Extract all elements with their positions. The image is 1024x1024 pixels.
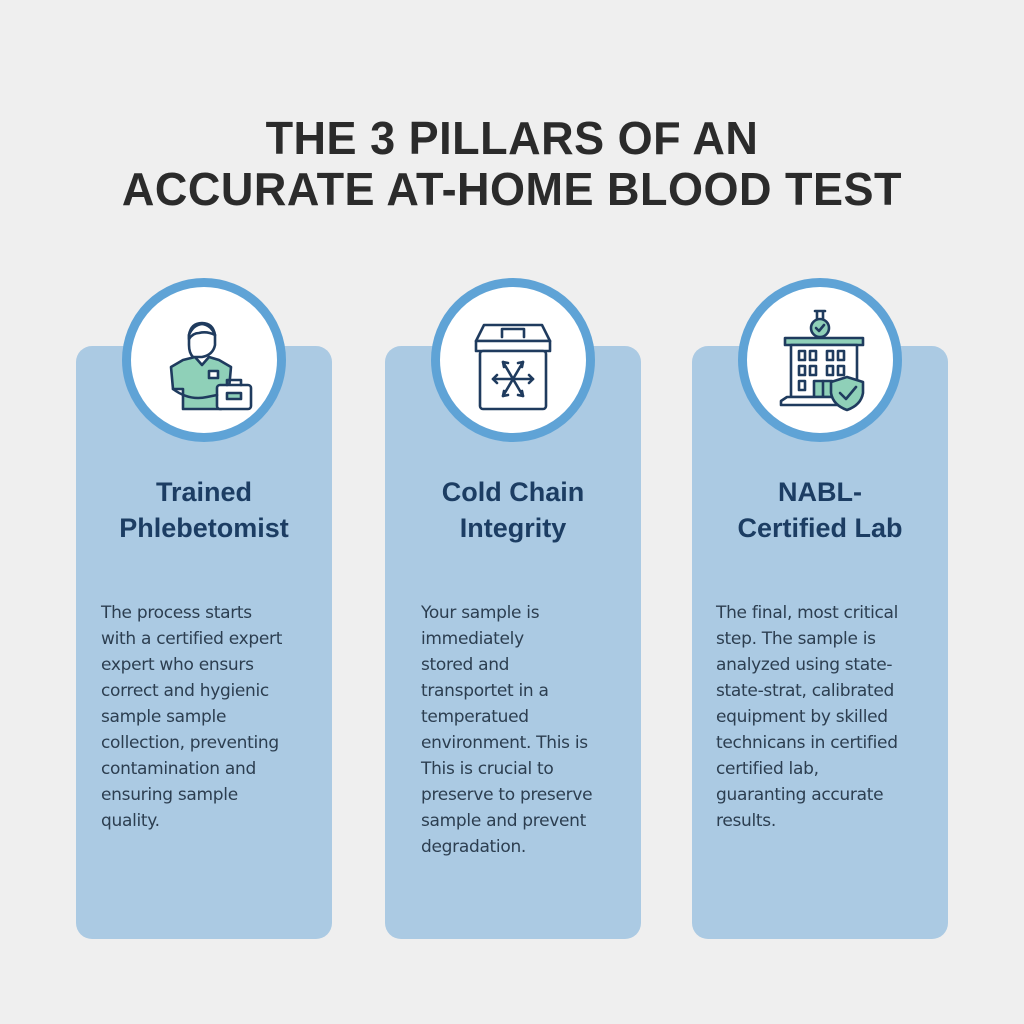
body-line: certified lab,	[716, 759, 819, 779]
icon-ring-certified-lab	[738, 278, 902, 442]
pillar-title-phlebotomist: Trained Phlebetomist	[76, 474, 332, 546]
pillar-title-cold-chain: Cold Chain Integrity	[385, 474, 641, 546]
body-line: results.	[716, 811, 776, 831]
pillar-card-phlebotomist	[76, 346, 332, 939]
body-line: sample sample	[101, 707, 227, 727]
body-line: This is crucial to	[421, 759, 554, 779]
body-line: sample and prevent	[421, 811, 587, 831]
pillar-body-cold-chain: Your sample is immediately stored and tr…	[421, 600, 593, 860]
pillar-card-cold-chain	[385, 346, 641, 939]
body-line: preserve to preserve	[421, 785, 593, 805]
body-line: The final, most critical	[716, 603, 899, 623]
body-line: state-strat, calibrated	[716, 681, 895, 701]
body-line: degradation.	[421, 837, 527, 857]
title-line-1: THE 3 PILLARS OF AN	[265, 112, 759, 165]
pillar-title-certified-lab: NABL- Certified Lab	[692, 474, 948, 546]
pillar-title-line-2: Phlebetomist	[119, 513, 289, 543]
body-line: collection, preventing	[101, 733, 279, 753]
cooler-snowflake-icon	[474, 323, 552, 411]
body-line: quality.	[101, 811, 160, 831]
page-title: THE 3 PILLARS OF AN ACCURATE AT-HOME BLO…	[0, 113, 1024, 215]
pillar-body-phlebotomist: The process starts with a certified expe…	[101, 600, 282, 834]
body-line: step. The sample is	[716, 629, 876, 649]
body-line: immediately	[421, 629, 524, 649]
pillar-title-line-1: Trained	[155, 477, 253, 507]
body-line: ensuring sample	[101, 785, 238, 805]
body-line: The process starts	[101, 603, 252, 623]
body-line: environment. This is	[421, 733, 588, 753]
pillar-card-certified-lab	[692, 346, 948, 939]
body-line: stored and	[421, 655, 510, 675]
certified-lab-building-icon	[779, 309, 865, 412]
phlebotomist-icon	[169, 321, 253, 411]
icon-ring-cold-chain	[431, 278, 595, 442]
pillar-body-certified-lab: The final, most critical step. The sampl…	[716, 600, 898, 834]
body-line: guaranting accurate	[716, 785, 884, 805]
body-line: temperatued	[421, 707, 529, 727]
body-line: equipment by skilled	[716, 707, 888, 727]
body-line: correct and hygienic	[101, 681, 269, 701]
pillar-title-line-2: Integrity	[459, 513, 567, 543]
body-line: contamination and	[101, 759, 256, 779]
pillar-title-line-2: Certified Lab	[737, 513, 903, 543]
title-line-2: ACCURATE AT-HOME BLOOD TEST	[121, 163, 903, 216]
body-line: transportet in a	[421, 681, 549, 701]
pillar-title-line-1: Cold Chain	[441, 477, 585, 507]
body-line: Your sample is	[421, 603, 540, 623]
body-line: analyzed using state-	[716, 655, 893, 675]
body-line: with a certified expert	[101, 629, 283, 649]
body-line: expert who ensurs	[101, 655, 254, 675]
body-line: technicans in certified	[716, 733, 898, 753]
icon-ring-phlebotomist	[122, 278, 286, 442]
pillar-title-line-1: NABL-	[778, 477, 862, 507]
